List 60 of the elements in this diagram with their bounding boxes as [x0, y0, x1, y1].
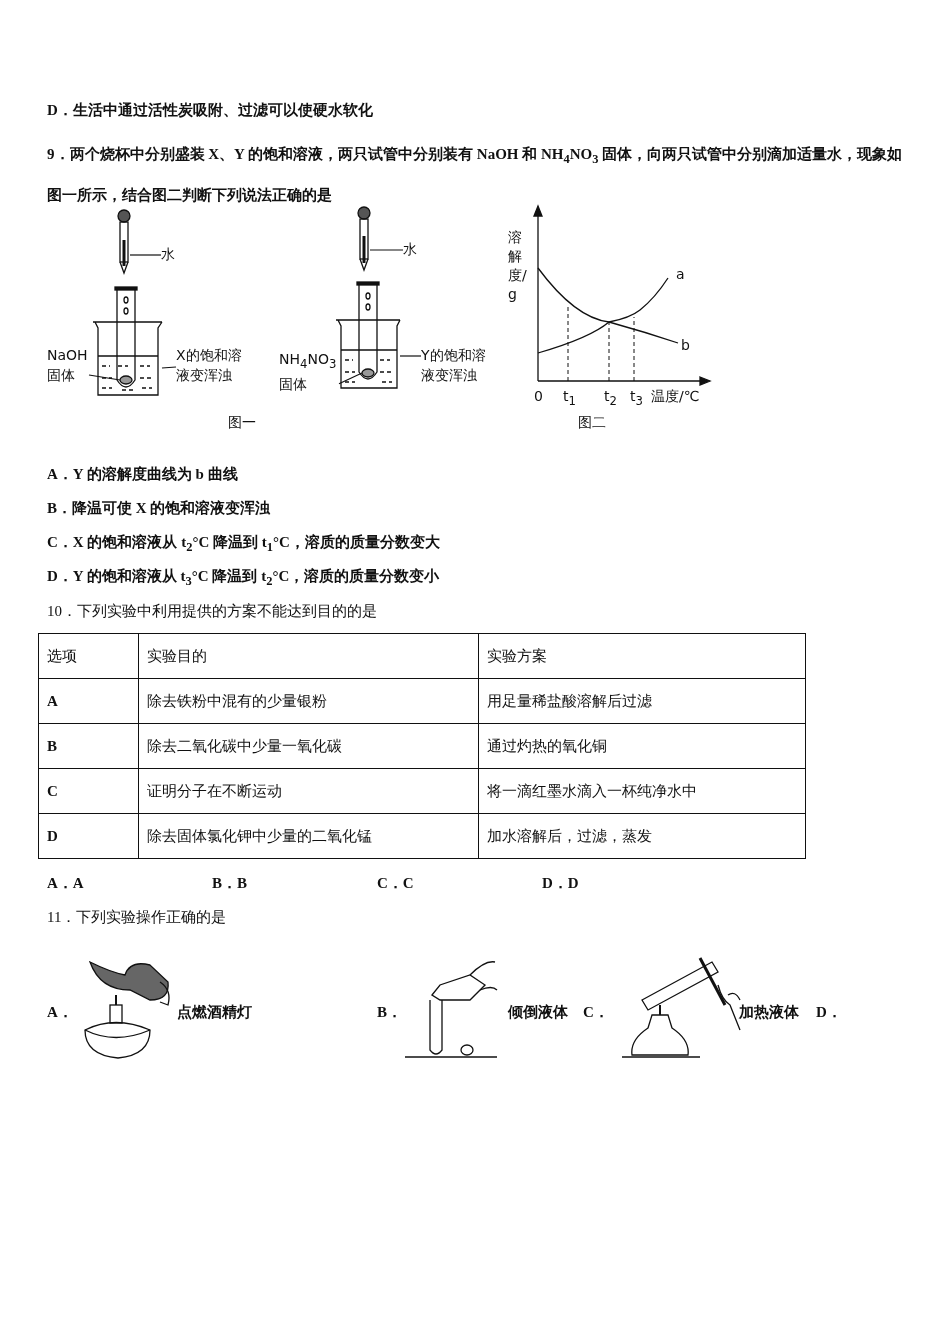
leader-line — [129, 254, 162, 256]
table-cell: 将一滴红墨水滴入一杯纯净水中 — [478, 768, 806, 814]
option-label: B． — [377, 1003, 402, 1022]
option-text: B．降温可使 X 的饱和溶液变浑浊 — [47, 499, 271, 518]
tick-label: t$_{2}$ — [604, 387, 617, 410]
table-cell: A — [38, 678, 139, 724]
dropper-drawing — [117, 209, 131, 275]
option-text: 加热液体 — [739, 1003, 799, 1022]
option-text: 点燃酒精灯 — [177, 1003, 252, 1022]
tick-label: t$_{3}$ — [630, 387, 643, 410]
leader-line — [369, 249, 404, 251]
beaker-drawing — [92, 286, 163, 396]
table-cell: D — [38, 813, 139, 859]
annotation-label: NaOH固体 — [47, 345, 89, 385]
option-label: C． — [583, 1003, 609, 1022]
curve-label: b — [681, 336, 690, 355]
figure-caption: 图二 — [578, 413, 606, 432]
table-cell: 加水溶解后，过滤，蒸发 — [478, 813, 806, 859]
axis-label: 温度/℃ — [651, 387, 700, 406]
option-text: C．C — [377, 874, 414, 893]
option-text: B．B — [212, 874, 247, 893]
option-text: D．Y 的饱和溶液从 t$_{3}$°C 降温到 t$_{2}$°C，溶质的质量分数变小 — [47, 567, 440, 589]
table-cell: 除去铁粉中混有的少量银粉 — [138, 678, 479, 724]
leader-line — [399, 355, 422, 357]
table-cell: 实验目的 — [138, 633, 479, 679]
curve-label: a — [676, 265, 685, 284]
tick-label: 0 — [534, 387, 543, 406]
option-text: 倾倒液体 — [508, 1003, 568, 1022]
option-text: C．X 的饱和溶液从 t$_{2}$°C 降温到 t$_{1}$°C，溶质的质量分数变大 — [47, 533, 440, 555]
table-cell: C — [38, 768, 139, 814]
tick-label: t$_{1}$ — [563, 387, 576, 410]
table-cell: 选项 — [38, 633, 139, 679]
option-label: D． — [816, 1003, 842, 1022]
table-cell: 通过灼热的氧化铜 — [478, 723, 806, 769]
table-cell: 除去固体氯化钾中少量的二氧化锰 — [138, 813, 479, 859]
question-text: 11．下列实验操作正确的是 — [47, 908, 227, 927]
option-text: D．D — [542, 874, 579, 893]
table-cell: 除去二氧化碳中少量一氧化碳 — [138, 723, 479, 769]
annotation-label: 水 — [403, 239, 417, 259]
solid-lump — [119, 375, 133, 385]
question-text: 10．下列实验中利用提供的方案不能达到目的的是 — [47, 602, 377, 621]
option-text: A．A — [47, 874, 84, 893]
option-label: A． — [47, 1003, 73, 1022]
question-text: 9．两个烧杯中分别盛装 X、Y 的饱和溶液，两只试管中分别装有 NaOH 和 NH$_{4}$NO$_{3}$ 固体，向两只试管中分别滴加适量水，现象如图一所示，结合图二判断下列说法正确的是 — [47, 145, 904, 205]
annotation-label: Y的饱和溶液变浑浊 — [421, 345, 493, 385]
dropper-drawing — [357, 206, 371, 272]
table-cell: B — [38, 723, 139, 769]
table-cell: 实验方案 — [478, 633, 806, 679]
table-cell: 用足量稀盐酸溶解后过滤 — [478, 678, 806, 724]
annotation-label: NH$_{4}$NO$_{3}$固体 — [279, 349, 339, 394]
leader-line — [338, 372, 363, 385]
solid-lump — [361, 368, 375, 378]
leader-line — [161, 366, 177, 369]
question-text: D．生活中通过活性炭吸附、过滤可以使硬水软化 — [47, 101, 373, 120]
annotation-label: 水 — [161, 244, 175, 264]
leader-line — [88, 374, 121, 381]
option-text: A．Y 的溶解度曲线为 b 曲线 — [47, 465, 238, 484]
annotation-label: X的饱和溶液变浑浊 — [176, 345, 248, 385]
figure-caption: 图一 — [228, 413, 256, 432]
table-cell: 证明分子在不断运动 — [138, 768, 479, 814]
